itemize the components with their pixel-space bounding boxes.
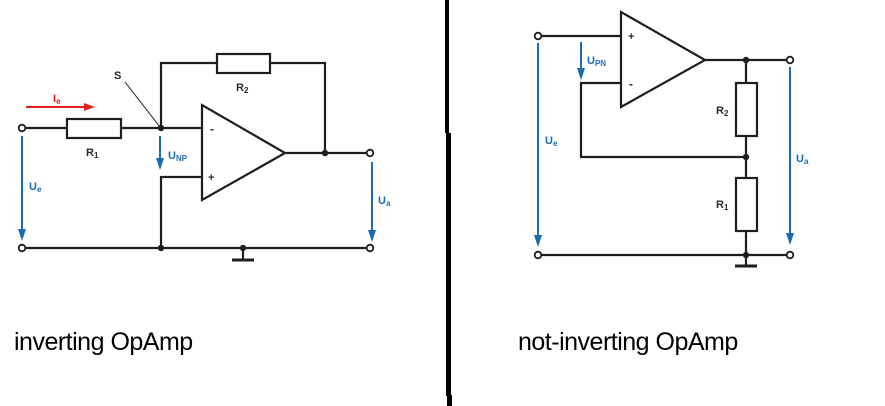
feedback-wire-right <box>270 61 327 153</box>
section-divider <box>446 133 451 396</box>
plus-input-label: + <box>628 31 634 43</box>
section-divider-top <box>445 0 449 133</box>
inverting-caption: inverting OpAmp <box>14 328 193 356</box>
ue-label: Ue <box>545 135 558 148</box>
minus-input-label: - <box>210 122 214 136</box>
input-terminal-bottom <box>533 250 543 260</box>
output-terminal-top <box>785 55 795 65</box>
non-inverting-caption: not-inverting OpAmp <box>518 328 738 356</box>
upn-label: UPN <box>587 55 606 68</box>
r1-label: R1 <box>716 199 729 212</box>
inverting-circuit: Ie S R1 R2 - + UNP Ue Ua <box>17 52 391 262</box>
current-label: Ie <box>53 93 61 106</box>
opamp-triangle <box>619 10 708 109</box>
feedback-wire-left <box>159 61 217 128</box>
r2-label: R2 <box>716 105 729 118</box>
ue-label: Ue <box>29 181 42 194</box>
plus-input-label: + <box>208 172 214 184</box>
ue-arrow-head <box>534 235 542 247</box>
ua-arrow-head <box>786 233 794 245</box>
output-terminal-bottom <box>785 250 795 260</box>
non-inverting-circuit: + - UPN Ue Ua R2 R1 <box>533 10 809 268</box>
minus-input-label: - <box>629 77 633 91</box>
ua-label: Ua <box>796 153 809 166</box>
input-terminal-bottom <box>17 243 27 253</box>
ground-node-left <box>157 244 165 252</box>
ua-label: Ua <box>378 195 391 208</box>
output-node <box>321 149 329 157</box>
output-node <box>742 56 750 64</box>
resistor-r2 <box>215 52 272 75</box>
ue-arrow-head <box>18 229 26 241</box>
r2-label: R2 <box>236 82 249 95</box>
ua-arrow-head <box>368 230 376 242</box>
divider-node <box>742 153 750 161</box>
output-terminal-top <box>365 148 375 158</box>
section-divider-bottom <box>447 395 452 406</box>
input-terminal-top <box>17 123 27 133</box>
current-arrow-head <box>84 103 95 111</box>
opamp-triangle <box>200 103 288 202</box>
input-terminal-top <box>533 31 543 41</box>
ground-node <box>239 244 247 252</box>
resistor-r1 <box>65 117 123 140</box>
output-terminal-bottom <box>365 243 375 253</box>
feedback-wire <box>579 81 746 159</box>
resistor-r1 <box>734 176 759 233</box>
r1-label: R1 <box>86 147 99 160</box>
ground-node <box>742 251 750 259</box>
upn-arrow-head <box>577 68 585 80</box>
unp-label: UNP <box>168 150 188 163</box>
resistor-r2 <box>734 81 759 138</box>
node-s-label: S <box>114 70 121 82</box>
node-s-pointer <box>124 81 161 128</box>
unp-arrow-head <box>156 158 164 170</box>
plus-to-ground-wire <box>159 175 202 248</box>
